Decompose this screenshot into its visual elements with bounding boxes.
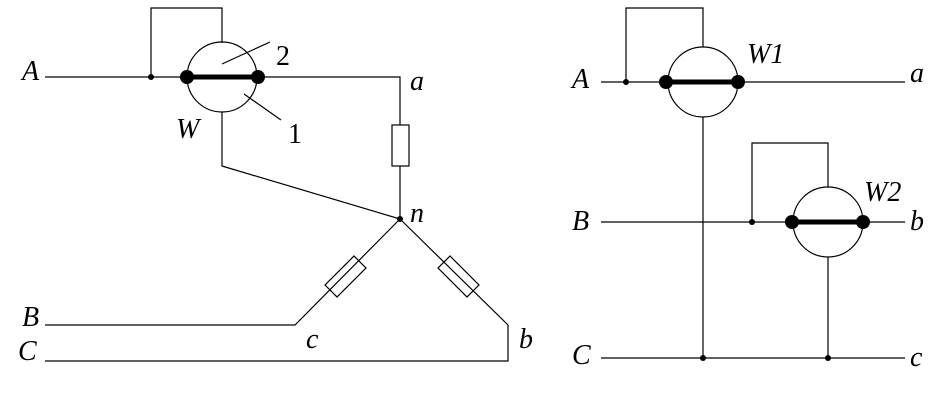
label-B: B bbox=[572, 206, 589, 237]
w1-voltage-loop bbox=[625, 7, 704, 82]
label-2: 2 bbox=[276, 41, 290, 72]
label-C: C bbox=[572, 340, 591, 371]
label-w1: W1 bbox=[747, 39, 784, 70]
junction-dot bbox=[623, 79, 629, 85]
resistor-c bbox=[324, 255, 367, 298]
resistor-b bbox=[437, 255, 480, 298]
label-b: b bbox=[519, 324, 533, 355]
branch-b bbox=[45, 218, 509, 362]
terminal-dot bbox=[251, 70, 265, 84]
pointer-1 bbox=[243, 93, 282, 121]
branch-c bbox=[45, 218, 401, 326]
left-circuit: A B C a n c b W 2 1 bbox=[18, 7, 533, 367]
label-c: c bbox=[306, 324, 319, 355]
label-1: 1 bbox=[288, 119, 302, 150]
label-w: W bbox=[176, 114, 202, 145]
terminal-dot bbox=[785, 215, 799, 229]
line-a bbox=[45, 76, 401, 219]
label-C: C bbox=[18, 336, 37, 367]
voltage-lead bbox=[221, 112, 401, 220]
terminal-dot bbox=[180, 70, 194, 84]
label-b: b bbox=[910, 206, 924, 237]
label-A: A bbox=[570, 64, 590, 95]
label-n: n bbox=[410, 198, 424, 229]
terminal-dot bbox=[659, 75, 673, 89]
junction-dot bbox=[825, 355, 831, 361]
label-B: B bbox=[22, 302, 39, 333]
junction-dot bbox=[749, 219, 755, 225]
label-A: A bbox=[20, 56, 40, 87]
junction-dot bbox=[148, 74, 154, 80]
terminal-dot bbox=[856, 215, 870, 229]
junction-dot bbox=[700, 355, 706, 361]
label-a: a bbox=[910, 58, 924, 89]
w2-voltage-loop bbox=[751, 142, 829, 222]
label-a: a bbox=[410, 66, 424, 97]
resistor-a bbox=[391, 124, 410, 167]
label-w2: W2 bbox=[864, 177, 901, 208]
terminal-dot bbox=[731, 75, 745, 89]
label-c: c bbox=[910, 342, 923, 373]
right-circuit: A B C a b c W1 W2 bbox=[570, 7, 924, 373]
pointer-2 bbox=[221, 41, 271, 65]
voltage-loop bbox=[150, 7, 223, 77]
